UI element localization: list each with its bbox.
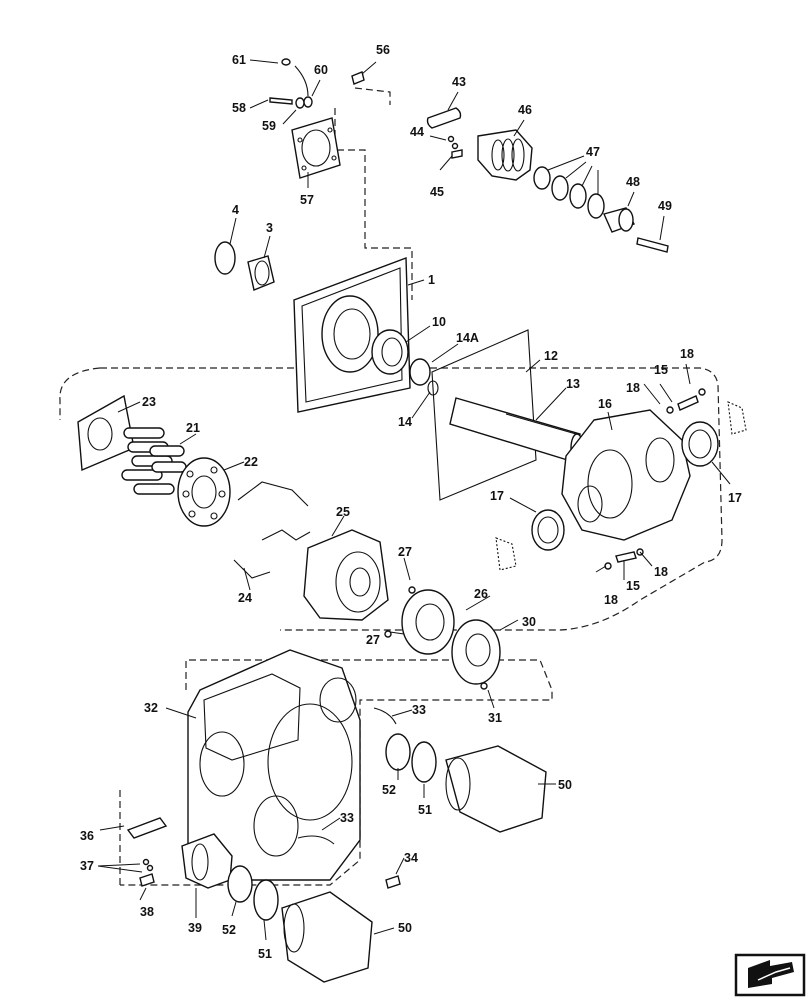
callout-labels: 61 56 60 58 59 57 43 44 45 46 47 48 49 4… bbox=[80, 43, 742, 961]
callout-18-lower-right: 18 bbox=[654, 565, 668, 579]
callout-33-upper: 33 bbox=[412, 703, 426, 717]
callout-31: 31 bbox=[488, 711, 502, 725]
callout-3: 3 bbox=[266, 221, 273, 235]
callout-33-lower: 33 bbox=[340, 811, 354, 825]
callout-26: 26 bbox=[474, 587, 488, 601]
callout-27-upper: 27 bbox=[398, 545, 412, 559]
callout-14A: 14A bbox=[456, 331, 479, 345]
callout-17-right: 17 bbox=[728, 491, 742, 505]
upper-housing-assembly bbox=[214, 241, 439, 413]
callout-15-upper: 15 bbox=[654, 363, 668, 377]
callout-44: 44 bbox=[410, 125, 424, 139]
callout-10: 10 bbox=[432, 315, 446, 329]
callout-15-lower: 15 bbox=[626, 579, 640, 593]
callout-21: 21 bbox=[186, 421, 200, 435]
callout-13: 13 bbox=[566, 377, 580, 391]
callout-22: 22 bbox=[244, 455, 258, 469]
leader-arrows bbox=[97, 59, 731, 941]
callout-32: 32 bbox=[144, 701, 158, 715]
callout-50-upper: 50 bbox=[558, 778, 572, 792]
callout-45: 45 bbox=[430, 185, 444, 199]
callout-58: 58 bbox=[232, 101, 246, 115]
callout-17-left: 17 bbox=[490, 489, 504, 503]
callout-47: 47 bbox=[586, 145, 600, 159]
callout-36: 36 bbox=[80, 829, 94, 843]
callout-4: 4 bbox=[232, 203, 239, 217]
callout-50-lower: 50 bbox=[398, 921, 412, 935]
callout-38: 38 bbox=[140, 905, 154, 919]
callout-24: 24 bbox=[238, 591, 252, 605]
callout-56: 56 bbox=[376, 43, 390, 57]
callout-34: 34 bbox=[404, 851, 418, 865]
pistons bbox=[121, 427, 187, 495]
callout-12: 12 bbox=[544, 349, 558, 363]
callout-1: 1 bbox=[428, 273, 435, 287]
lower-housing-assembly bbox=[126, 649, 547, 983]
callout-49: 49 bbox=[658, 199, 672, 213]
callout-60: 60 bbox=[314, 63, 328, 77]
callout-23: 23 bbox=[142, 395, 156, 409]
callout-57: 57 bbox=[300, 193, 314, 207]
callout-25: 25 bbox=[336, 505, 350, 519]
shaft-swashplate-assembly bbox=[431, 329, 747, 571]
callout-51-lower: 51 bbox=[258, 947, 272, 961]
callout-14: 14 bbox=[398, 415, 412, 429]
callout-30: 30 bbox=[522, 615, 536, 629]
callout-52-upper: 52 bbox=[382, 783, 396, 797]
callout-61: 61 bbox=[232, 53, 246, 67]
next-page-arrow-icon[interactable] bbox=[734, 953, 806, 997]
callout-46: 46 bbox=[518, 103, 532, 117]
piston-cylinder-assembly bbox=[77, 394, 501, 690]
callout-52-lower: 52 bbox=[222, 923, 236, 937]
callout-59: 59 bbox=[262, 119, 276, 133]
callout-37: 37 bbox=[80, 859, 94, 873]
callout-16: 16 bbox=[598, 397, 612, 411]
callout-39: 39 bbox=[188, 921, 202, 935]
callout-51-upper: 51 bbox=[418, 803, 432, 817]
callout-27-lower: 27 bbox=[366, 633, 380, 647]
callout-18-lower-left: 18 bbox=[604, 593, 618, 607]
callout-43: 43 bbox=[452, 75, 466, 89]
callout-18-upper-left: 18 bbox=[626, 381, 640, 395]
coupling-assembly bbox=[426, 107, 669, 253]
callout-48: 48 bbox=[626, 175, 640, 189]
callout-18-upper-right: 18 bbox=[680, 347, 694, 361]
cover-plate-assembly bbox=[269, 58, 365, 179]
